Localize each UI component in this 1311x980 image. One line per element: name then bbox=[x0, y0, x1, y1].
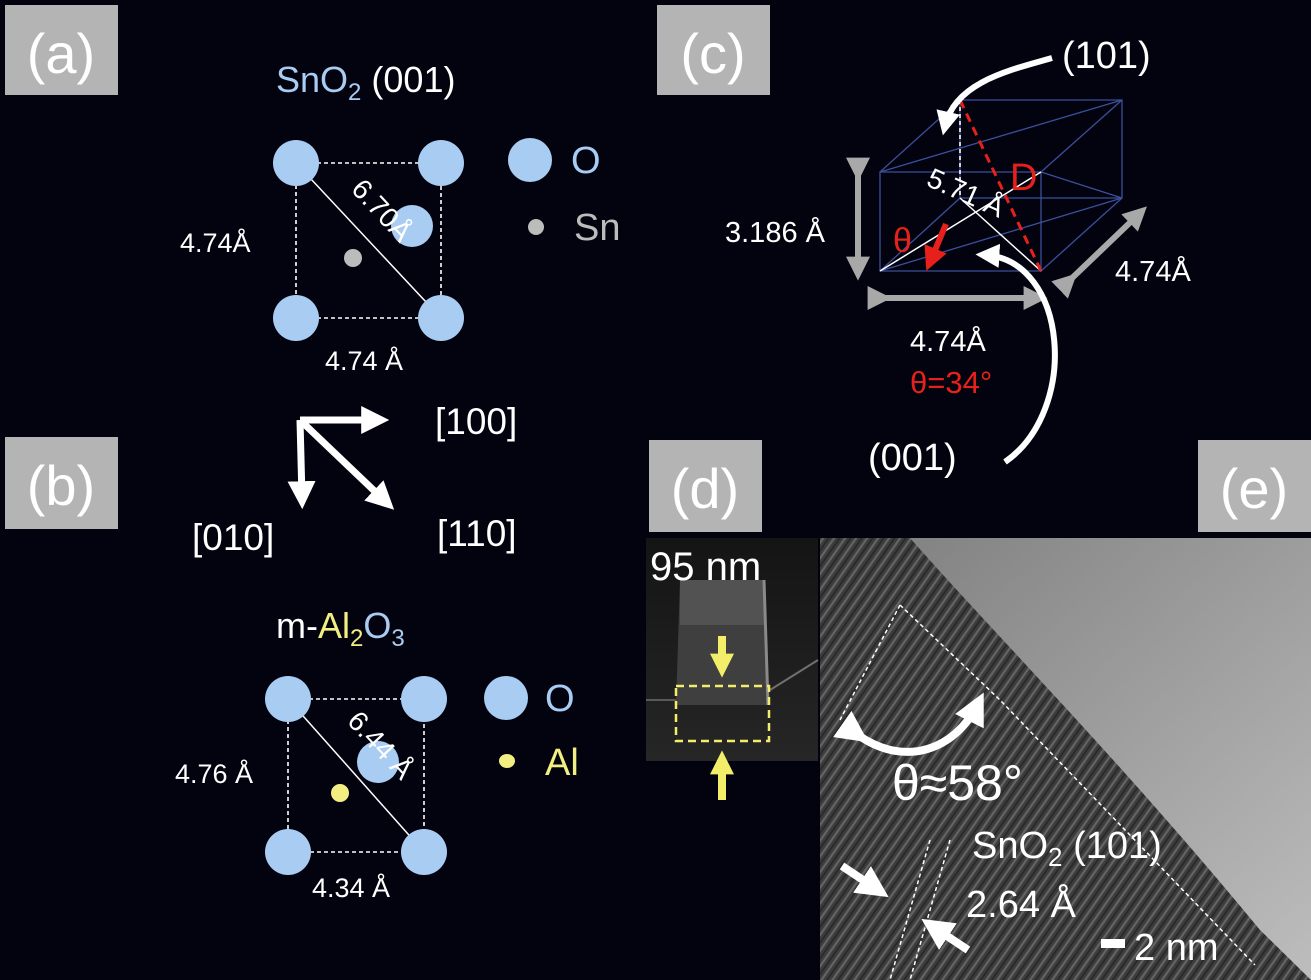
plane-label-formula: SnO bbox=[972, 825, 1048, 867]
panel-b: (b) m-Al2O3 6.44 Å 4.76 Å 4.34 Å O Al bbox=[5, 437, 579, 903]
panel-c: (c) D 5.71 Å θ 3.186 Å 4.74Å 4.74Å θ=34° bbox=[657, 5, 1191, 479]
panel-d-label-box bbox=[649, 440, 762, 532]
plane-001-pointer-arrow bbox=[975, 243, 1058, 465]
legend-tin-label: Sn bbox=[574, 207, 620, 249]
snO2-unit-cell bbox=[295, 162, 442, 319]
legend-oxygen-label: O bbox=[571, 140, 601, 182]
theta-symbol: θ bbox=[893, 222, 912, 260]
oxygen-atom bbox=[273, 295, 319, 341]
snO2-crystal-region bbox=[820, 538, 1311, 980]
plane-label-sub: 2 bbox=[1048, 842, 1062, 872]
theta-value: θ=34° bbox=[910, 365, 992, 400]
panel-d-label: (d) bbox=[671, 457, 739, 520]
panel-a-title-sub: 2 bbox=[348, 79, 361, 106]
substrate-line bbox=[769, 659, 819, 691]
oxygen-atom bbox=[401, 829, 447, 875]
aluminum-atom bbox=[331, 784, 349, 802]
snO2-bottom-length: 4.74 Å bbox=[325, 345, 403, 376]
nanowire-thickness: 95 nm bbox=[650, 545, 761, 589]
oxygen-atom bbox=[265, 829, 311, 875]
snO2-left-length: 4.74Å bbox=[180, 227, 251, 258]
oxygen-atom bbox=[401, 676, 447, 722]
legend-tin-dot bbox=[528, 219, 544, 235]
snO2-diagonal bbox=[295, 162, 442, 319]
plane-label: SnO2 (101) bbox=[972, 825, 1162, 872]
legend-oxygen-dot bbox=[484, 676, 528, 720]
al2O3-left-length: 4.76 Å bbox=[175, 758, 253, 789]
spacing-arrow-lower bbox=[921, 918, 971, 954]
legend-aluminum-label: Al bbox=[545, 742, 579, 784]
plane-101-pointer-arrow bbox=[936, 55, 1053, 136]
scale-bar-label: 2 nm bbox=[1134, 927, 1218, 969]
panel-e-label-box bbox=[1198, 440, 1311, 532]
panel-a-title-formula: SnO bbox=[276, 59, 348, 100]
al2O3-unit-cell bbox=[287, 698, 425, 853]
direction-arrow-010 bbox=[287, 419, 316, 510]
lattice-fringe-line bbox=[909, 839, 951, 980]
theta-angle-arrow bbox=[924, 222, 949, 271]
oxygen-atom bbox=[418, 295, 464, 341]
panel-a-label-box bbox=[5, 5, 118, 95]
oxygen-atom bbox=[391, 205, 433, 247]
plane-spacing-d-line bbox=[958, 99, 1043, 272]
depth-dimension-arrow bbox=[1051, 206, 1147, 299]
lattice-fringe-line bbox=[889, 839, 931, 980]
panel-a-title: SnO2 (001) bbox=[276, 59, 455, 106]
panel-e-label: (e) bbox=[1220, 457, 1288, 520]
al2O3-bottom-length: 4.34 Å bbox=[312, 872, 390, 903]
cell-height-length: 3.186 Å bbox=[725, 216, 826, 249]
direction-label-010: [010] bbox=[192, 517, 274, 558]
interface-angle: θ≈58° bbox=[892, 755, 1023, 811]
plane-001-label: (001) bbox=[868, 437, 957, 479]
direction-arrow-110 bbox=[297, 417, 395, 510]
interface-angle-arrow bbox=[833, 692, 984, 756]
thickness-box bbox=[674, 684, 771, 743]
panel-a-label: (a) bbox=[27, 22, 95, 85]
legend-oxygen-label: O bbox=[545, 678, 575, 720]
nanowire-top bbox=[680, 580, 764, 625]
panel-a-title-plane: (001) bbox=[361, 59, 455, 100]
oxygen-atom bbox=[265, 676, 311, 722]
scale-bar bbox=[1101, 939, 1125, 948]
lattice-spacing: 2.64 Å bbox=[966, 882, 1077, 926]
cell-face-diagonal bbox=[879, 171, 1042, 272]
panel-b-label-box bbox=[5, 437, 118, 529]
al2O3-diagonal bbox=[287, 698, 425, 853]
panel-b-title-prefix: m- bbox=[276, 605, 318, 646]
panel-b-title-sub2: 2 bbox=[350, 625, 363, 652]
panel-e: (e) θ≈58° SnO2 (101) 2.64 Å 2 nm bbox=[820, 440, 1311, 980]
panel-b-title-o: O bbox=[363, 605, 391, 646]
cell-width-length: 4.74Å bbox=[910, 325, 986, 358]
plane-label-hkl: (101) bbox=[1063, 825, 1162, 867]
legend-aluminum-dot bbox=[499, 754, 515, 768]
tin-atom bbox=[344, 249, 362, 267]
cell-edge bbox=[959, 197, 1042, 272]
direction-label-100: [100] bbox=[435, 401, 517, 442]
direction-label-110: [110] bbox=[437, 513, 517, 554]
panel-b-title-sub3: 3 bbox=[391, 625, 404, 652]
nanowire-edge bbox=[762, 579, 770, 706]
panel-c-label-box bbox=[657, 5, 770, 95]
plane-101-label: (101) bbox=[1062, 35, 1151, 77]
oxygen-atom bbox=[418, 140, 464, 186]
panel-d: (d) 95 nm bbox=[646, 440, 819, 800]
panel-b-label: (b) bbox=[27, 454, 95, 517]
label-d: D bbox=[1010, 157, 1037, 199]
crystal-direction-axes: [100] [010] [110] bbox=[192, 401, 517, 558]
legend-oxygen-dot bbox=[508, 138, 552, 182]
cell-depth-length: 4.74Å bbox=[1115, 255, 1191, 288]
panel-b-title: m-Al2O3 bbox=[276, 605, 405, 652]
panel-c-label: (c) bbox=[680, 22, 745, 85]
interface-dashed-line bbox=[899, 604, 1256, 966]
oxygen-atom bbox=[273, 140, 319, 186]
panel-b-title-al: Al bbox=[318, 605, 350, 646]
oxygen-atom bbox=[357, 741, 399, 783]
spacing-arrow-upper bbox=[839, 862, 889, 898]
